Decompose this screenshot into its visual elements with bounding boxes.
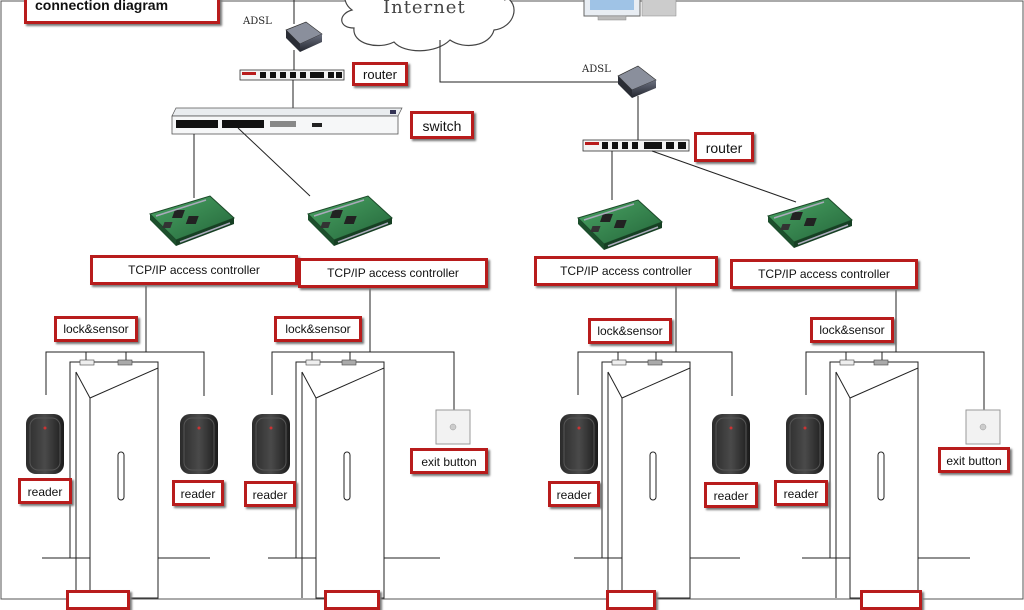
router-label: router bbox=[694, 132, 754, 162]
bottom-label-partial bbox=[66, 590, 130, 610]
door-unit-1 bbox=[25, 351, 219, 599]
switch-icon bbox=[171, 107, 403, 135]
exit-button-label: exit button bbox=[938, 447, 1010, 473]
exit-button-label: exit button bbox=[410, 448, 488, 474]
router-icon bbox=[582, 139, 690, 152]
controller-board-icon bbox=[307, 195, 393, 247]
controller-label: TCP/IP access controller bbox=[298, 258, 488, 288]
bottom-label-partial bbox=[860, 590, 922, 610]
card-reader-icon bbox=[251, 413, 291, 475]
adsl-label: ADSL bbox=[243, 16, 272, 27]
controller-label: TCP/IP access controller bbox=[90, 255, 298, 285]
door-icon bbox=[835, 367, 919, 599]
reader-label: reader bbox=[18, 478, 72, 504]
exit-button-icon bbox=[965, 409, 1001, 445]
adsl-modem-icon bbox=[285, 21, 323, 52]
lock-sensor-label: lock&sensor bbox=[54, 316, 138, 342]
door-icon bbox=[75, 367, 159, 599]
router-icon bbox=[239, 69, 345, 81]
bottom-label-partial bbox=[606, 590, 656, 610]
door-unit-2 bbox=[251, 351, 471, 599]
door-unit-3 bbox=[559, 351, 751, 599]
door-unit-4 bbox=[785, 351, 1001, 599]
switch-label: switch bbox=[410, 111, 474, 139]
card-reader-icon bbox=[711, 413, 751, 475]
bottom-label-partial bbox=[324, 590, 380, 610]
card-reader-icon bbox=[785, 413, 825, 475]
controller-label: TCP/IP access controller bbox=[730, 259, 918, 289]
internet-cloud bbox=[341, 0, 515, 52]
card-reader-icon bbox=[559, 413, 599, 475]
lock-sensor-label: lock&sensor bbox=[810, 317, 894, 343]
lock-sensor-label: lock&sensor bbox=[274, 316, 362, 342]
router-label: router bbox=[352, 62, 408, 86]
reader-label: reader bbox=[548, 481, 600, 507]
adsl-label: ADSL bbox=[582, 64, 611, 75]
card-reader-icon bbox=[179, 413, 219, 475]
reader-label: reader bbox=[244, 481, 296, 507]
controller-label: TCP/IP access controller bbox=[534, 256, 718, 286]
controller-board-icon bbox=[149, 195, 235, 247]
reader-label: reader bbox=[172, 480, 224, 506]
internet-label: Internet bbox=[383, 0, 466, 18]
card-reader-icon bbox=[25, 413, 65, 475]
reader-label: reader bbox=[774, 480, 828, 506]
computer-icon bbox=[583, 0, 677, 21]
door-icon bbox=[301, 367, 385, 599]
controller-board-icon bbox=[577, 199, 663, 251]
exit-button-icon bbox=[435, 409, 471, 445]
adsl-modem-icon bbox=[617, 65, 657, 98]
controller-board-icon bbox=[767, 197, 853, 249]
diagram-title: connection diagram bbox=[24, 0, 220, 24]
reader-label: reader bbox=[704, 482, 758, 508]
lock-sensor-label: lock&sensor bbox=[588, 318, 672, 344]
door-icon bbox=[607, 367, 691, 599]
